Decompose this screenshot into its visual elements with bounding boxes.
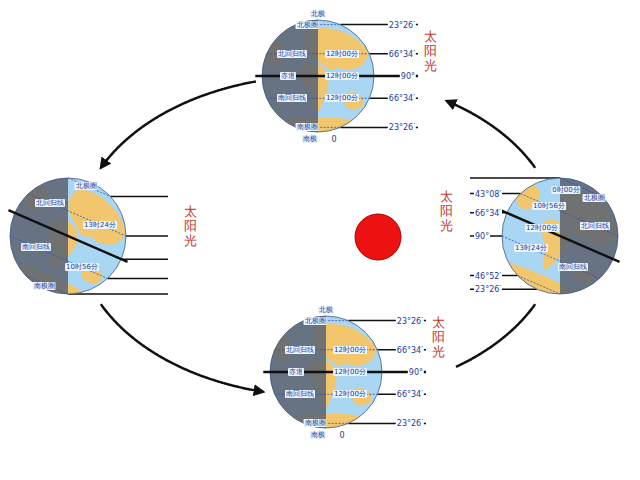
angle-label: 23°26′	[474, 285, 502, 294]
angle-label: 90°	[474, 232, 490, 241]
angle-label: 66°34′	[388, 49, 416, 58]
orbit-arrow	[101, 81, 256, 167]
globe-node: 北极圈北回归线 13时24分南回归线 10时56分南极圈	[4, 172, 200, 300]
sun	[355, 214, 401, 260]
angle-label: 66°34′	[396, 345, 424, 354]
continents	[0, 168, 136, 310]
sunlight-label: 太阳光	[184, 205, 197, 248]
night-side	[560, 178, 618, 294]
angle-label: 0	[330, 135, 337, 144]
orbit-arrow	[456, 304, 535, 367]
globe-label: 13时24分	[83, 221, 117, 229]
globe-label: 12时00分	[333, 390, 367, 398]
angle-label: 23°26′	[396, 316, 424, 325]
globe-label: 北极圈	[304, 317, 327, 325]
globe-label: 12时00分	[525, 224, 559, 232]
angle-label: 23°26′	[396, 419, 424, 428]
angle-label: 66°34′	[474, 208, 502, 217]
globe-drawing	[4, 172, 200, 300]
angle-label: 66°34′	[396, 390, 424, 399]
angle-label: 46°52′	[474, 271, 502, 280]
globe-label: 北极圈	[75, 182, 98, 190]
globe-label: 赤道	[280, 72, 296, 80]
continents	[486, 168, 627, 310]
globe-label: 0时00分	[551, 186, 580, 194]
globe-label: 北极	[318, 306, 334, 314]
globe-label: 南极圈	[33, 282, 56, 290]
latitude-line	[518, 276, 560, 294]
angle-label: 90°	[408, 368, 424, 377]
sunlight-label: 太阳光	[432, 316, 445, 359]
latitude-line	[10, 236, 108, 278]
angle-label: 0	[338, 431, 345, 440]
orbit-arrow	[101, 304, 263, 392]
angle-label: 23°26′	[388, 123, 416, 132]
globe-label: 北极圈	[296, 21, 319, 29]
globe-label: 北回归线	[285, 346, 315, 354]
globe-label: 北回归线	[277, 50, 307, 58]
globe-label: 南回归线	[558, 263, 588, 271]
angle-label: 66°34′	[388, 94, 416, 103]
globe-label: 13时24分	[514, 244, 548, 252]
globe-drawing	[434, 172, 622, 300]
globe-label: 南极	[310, 431, 326, 439]
globe-body	[0, 168, 136, 310]
latitude-line	[26, 276, 68, 294]
globe-label: 南回归线	[285, 390, 315, 398]
sunlight-label: 太阳光	[440, 190, 453, 233]
equator-line	[500, 210, 619, 262]
globe-node: 北极北极圈北回归线12时00分赤道12时00分南回归线12时00分南极圈南极	[268, 304, 452, 440]
globe-label: 南回归线	[21, 243, 51, 251]
latitude-line	[520, 194, 618, 236]
globe-body	[486, 168, 627, 310]
globe-label: 12时00分	[325, 50, 359, 58]
globe-label: 北回归线	[580, 222, 610, 230]
equator-line	[8, 210, 127, 262]
latitude-line	[502, 236, 600, 278]
globe-label: 北极	[310, 10, 326, 18]
globe-label: 北回归线	[35, 199, 65, 207]
globe-label: 北极圈	[583, 194, 606, 202]
globe-node: 0时00分北极圈 10时56分北回归线 12时00分 13时24分南回归线	[434, 172, 622, 300]
globe-label: 10时56分	[532, 202, 566, 210]
globe-label: 南极	[302, 135, 318, 143]
globe-label: 12时00分	[325, 94, 359, 102]
night-side	[10, 178, 68, 294]
globe-label: 南极圈	[304, 419, 327, 427]
angle-label: 43°08′	[474, 189, 502, 198]
globe-label: 南回归线	[277, 94, 307, 102]
globe-label: 12时00分	[333, 368, 367, 376]
orbit-arrow	[447, 101, 536, 168]
globe-label: 赤道	[288, 368, 304, 376]
globe-label: 12时00分	[333, 346, 367, 354]
sunlight-label: 太阳光	[424, 30, 437, 73]
latitude-line	[28, 194, 126, 236]
globe-label: 南极圈	[296, 123, 319, 131]
globe-label: 12时00分	[325, 72, 359, 80]
angle-label: 23°26′	[388, 20, 416, 29]
globe-label: 10时56分	[65, 263, 99, 271]
angle-label: 90°	[400, 72, 416, 81]
latitude-line	[68, 178, 110, 196]
